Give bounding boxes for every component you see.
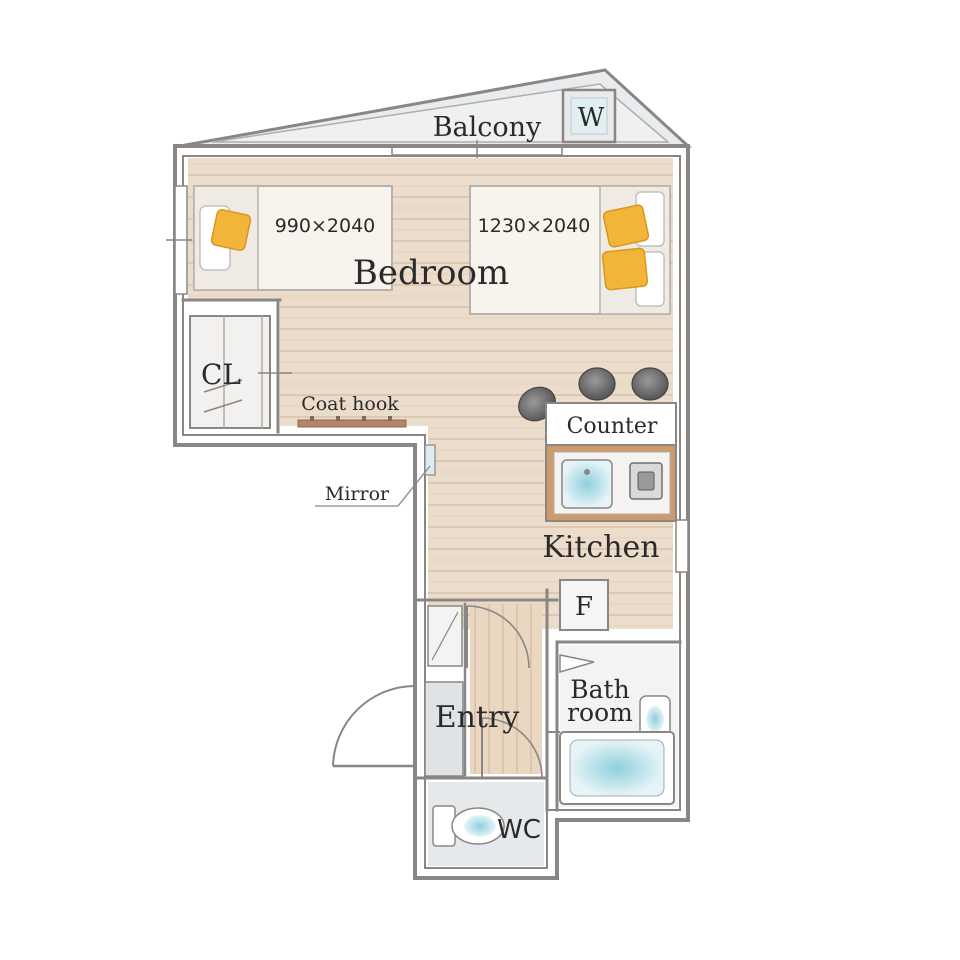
bathroom-label-line1: Bath (570, 675, 629, 704)
kitchen-window (675, 519, 689, 573)
wc-door[interactable] (481, 717, 543, 779)
wc-label: WC (497, 815, 541, 845)
bedroom-window (166, 185, 192, 295)
single-bed-size: 990×2040 (275, 215, 376, 237)
bedroom-label: Bedroom (353, 253, 509, 293)
kitchen-unit (545, 444, 677, 522)
mirror-label: Mirror (325, 483, 390, 505)
balcony-label: Balcony (433, 112, 542, 143)
coat-hook-label: Coat hook (301, 393, 399, 415)
fridge-label: F (575, 592, 593, 622)
bathroom (547, 645, 678, 807)
fridge (559, 579, 609, 631)
closet-label: CL (201, 358, 241, 391)
room-door[interactable] (466, 605, 530, 669)
kitchen-label: Kitchen (542, 530, 659, 565)
entry-label: Entry (435, 700, 520, 735)
bathroom-label-line2: room (567, 698, 633, 727)
mirror (315, 444, 436, 507)
front-door[interactable] (332, 685, 416, 768)
shoe-cabinet (427, 605, 463, 667)
wc (428, 782, 544, 866)
washer-space (561, 88, 617, 144)
entry-floor (424, 681, 464, 777)
single-bed (193, 185, 393, 291)
coat-hook (297, 416, 407, 428)
washer-label: W (578, 103, 605, 133)
double-bed (469, 185, 671, 315)
closet (189, 315, 292, 429)
counter-label: Counter (567, 414, 658, 439)
double-bed-size: 1230×2040 (478, 215, 591, 237)
